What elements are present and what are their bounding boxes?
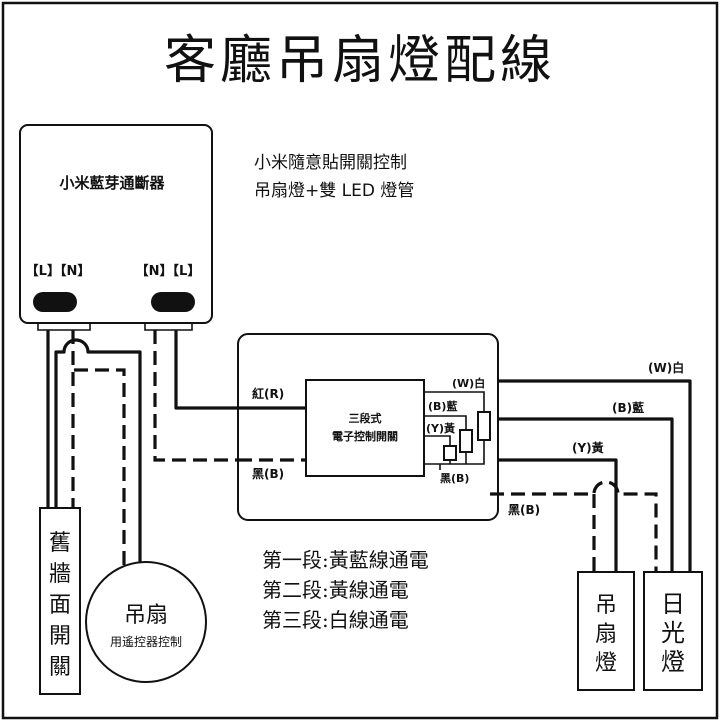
wire-dash-to-fan [73, 368, 126, 565]
module-out-white: (W)白 [452, 376, 485, 390]
inner-switch-box [305, 379, 425, 477]
controller-port-left [33, 292, 77, 312]
inner-wire-white-return [424, 440, 485, 465]
controller-terminals-left: 【L】【N】 [26, 263, 91, 279]
inner-switch-line-2: 電子控制開關 [332, 429, 398, 443]
fan-sub: 用遙控器控制 [110, 635, 182, 649]
inner-wire-yellow [424, 435, 451, 446]
module-label-red: 紅(R) [252, 386, 284, 401]
wall-switch-char-1: 舊 [49, 531, 71, 556]
fluorescent-char-2: 光 [661, 619, 685, 647]
fan-circle [85, 561, 207, 683]
module-out-yellow: (Y)黃 [426, 421, 455, 435]
fan-name: 吊扇 [124, 603, 168, 628]
controller-terminals-right: 【N】【L】 [136, 263, 201, 279]
fan-light-char-3: 燈 [595, 651, 617, 676]
fluorescent-char-3: 燈 [661, 648, 685, 676]
inner-wire-blue [424, 415, 467, 430]
fan-light-char-1: 吊 [595, 593, 617, 618]
fan-light-char-2: 扇 [595, 622, 617, 647]
wall-switch-char-4: 開 [49, 624, 71, 649]
stage-3: 第三段:白線通電 [262, 608, 409, 632]
module-label-black: 黑(B) [252, 467, 284, 481]
controller-clip-left [37, 323, 91, 331]
wire-l-to-module [174, 330, 238, 410]
wire-blue-to-fluorescent [498, 417, 674, 572]
module-out-black: 黑(B) [440, 472, 469, 485]
resistor-blue [459, 429, 473, 453]
wall-switch-char-5: 關 [49, 655, 71, 680]
resistor-white [477, 411, 491, 441]
inner-wire-white [424, 391, 485, 412]
note-line-2: 吊扇燈+雙 LED 燈管 [254, 181, 414, 201]
controller-box [19, 124, 213, 324]
wall-switch-char-3: 面 [49, 593, 71, 618]
wire-black-to-lights [490, 480, 658, 572]
label-white-out: (W)白 [648, 360, 684, 375]
inner-switch-line-1: 三段式 [349, 411, 382, 425]
controller-name: 小米藍芽通斷器 [59, 174, 165, 192]
wire-white-to-fluorescent [498, 379, 692, 572]
page-title: 客廳吊扇燈配線 [164, 31, 556, 91]
label-yellow-out: (Y)黃 [572, 440, 604, 455]
wire-hop-to-fan [54, 338, 142, 568]
wall-switch-char-2: 牆 [49, 562, 71, 587]
note-line-1: 小米隨意貼開關控制 [254, 153, 407, 173]
fluorescent-char-1: 日 [661, 590, 685, 618]
fan-light-box [577, 571, 635, 691]
wire-n-to-module [153, 330, 238, 462]
wall-switch-box [39, 507, 81, 695]
controller-port-right [151, 292, 195, 312]
wire-yellow-to-fan-light [498, 458, 618, 572]
module-out-blue: (B)藍 [428, 399, 457, 413]
resistor-yellow [443, 445, 457, 461]
stage-1: 第一段:黃藍線通電 [262, 548, 429, 572]
label-blue-out: (B)藍 [612, 400, 644, 415]
fluorescent-box [643, 571, 703, 691]
label-black-out: 黑(B) [508, 503, 540, 517]
stage-2: 第二段:黃線通電 [262, 578, 409, 602]
controller-clip-right [144, 323, 193, 331]
